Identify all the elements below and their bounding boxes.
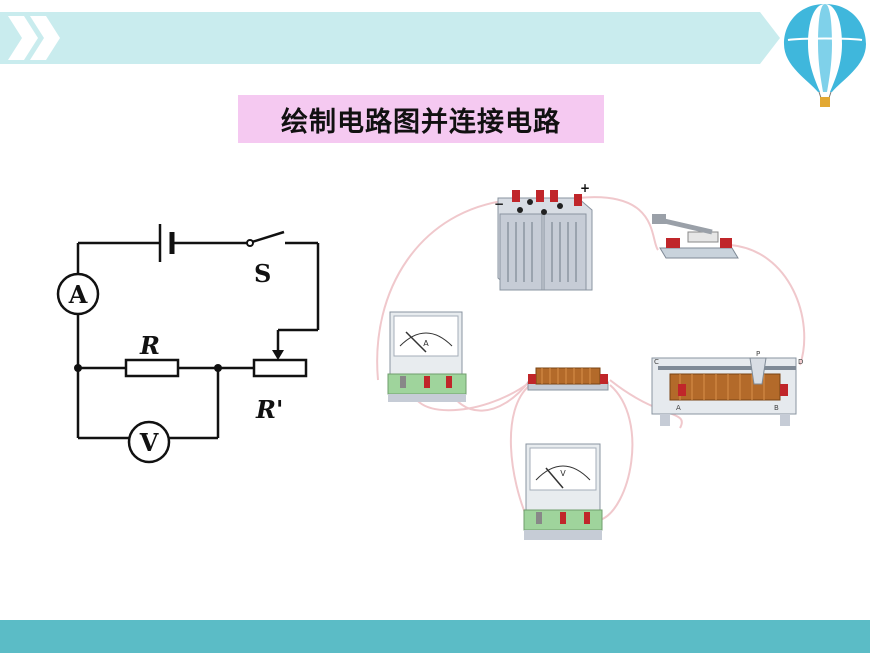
resistor-device	[527, 367, 609, 391]
rheostat-terminal-a: A	[676, 404, 681, 412]
junction-dot	[74, 364, 82, 372]
footer-band	[0, 620, 870, 653]
voltmeter-dial-letter: V	[560, 469, 566, 478]
switch-label: S	[254, 259, 271, 288]
ammeter-label: A	[68, 280, 88, 309]
junction-dot	[214, 364, 222, 372]
ammeter-symbol: A	[56, 272, 100, 316]
ammeter-device: A	[387, 311, 467, 402]
resistor-symbol	[124, 358, 180, 378]
resistor-label: R	[139, 331, 160, 360]
battery-box: − +	[494, 181, 593, 291]
rheostat-symbol	[252, 350, 308, 378]
title-box: 绘制电路图并连接电路	[238, 95, 604, 143]
rheostat-device: C P D A B	[651, 350, 803, 426]
knife-switch	[652, 214, 739, 259]
chevron-icon	[8, 16, 60, 60]
switch-symbol	[246, 230, 285, 247]
ammeter-dial-letter: A	[423, 339, 429, 348]
battery-symbol	[158, 224, 175, 262]
apparatus-illustration: − + A	[376, 181, 806, 540]
voltmeter-device: V	[523, 443, 603, 540]
battery-negative-label: −	[494, 197, 504, 211]
rheostat-terminal-p: P	[756, 350, 760, 358]
voltmeter-label: V	[139, 428, 159, 457]
voltmeter-symbol: V	[127, 420, 171, 464]
rheostat-terminal-d: D	[798, 358, 803, 366]
slide-title: 绘制电路图并连接电路	[281, 106, 561, 138]
balloon-icon	[784, 4, 866, 107]
circuit-schematic: S A R R' V	[56, 224, 320, 464]
battery-positive-label: +	[580, 181, 590, 195]
rheostat-terminal-c: C	[654, 358, 659, 366]
header-band	[0, 12, 780, 64]
rheostat-terminal-b: B	[774, 404, 779, 412]
rheostat-label: R'	[255, 395, 283, 424]
